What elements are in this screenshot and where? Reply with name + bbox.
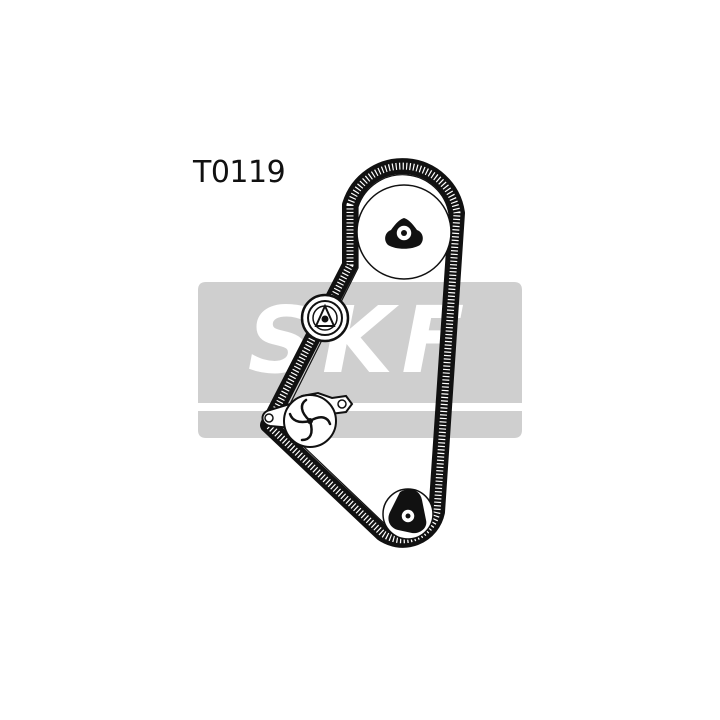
idler-pulley-inner-ring <box>307 300 343 336</box>
idler-pulley-bolt <box>321 315 329 323</box>
tensioner-impeller-blades <box>288 398 332 442</box>
camshaft-pulley <box>356 184 452 280</box>
part-code-label: T0119 <box>193 155 286 190</box>
crankshaft-pulley <box>382 488 434 540</box>
crankshaft-center <box>405 513 411 519</box>
tensioner-mount-hole-left <box>264 413 274 423</box>
skf-logo: SKF <box>198 282 522 438</box>
skf-logo-stripe <box>198 403 522 411</box>
idler-pulley <box>300 293 350 343</box>
skf-logo-text: SKF <box>248 287 472 394</box>
belt-outer-edge <box>260 158 465 548</box>
camshaft-center <box>401 230 407 236</box>
tensioner-pulley <box>261 391 354 448</box>
tensioner-mount-hole-right <box>337 399 347 409</box>
tensioner-center <box>307 418 313 424</box>
